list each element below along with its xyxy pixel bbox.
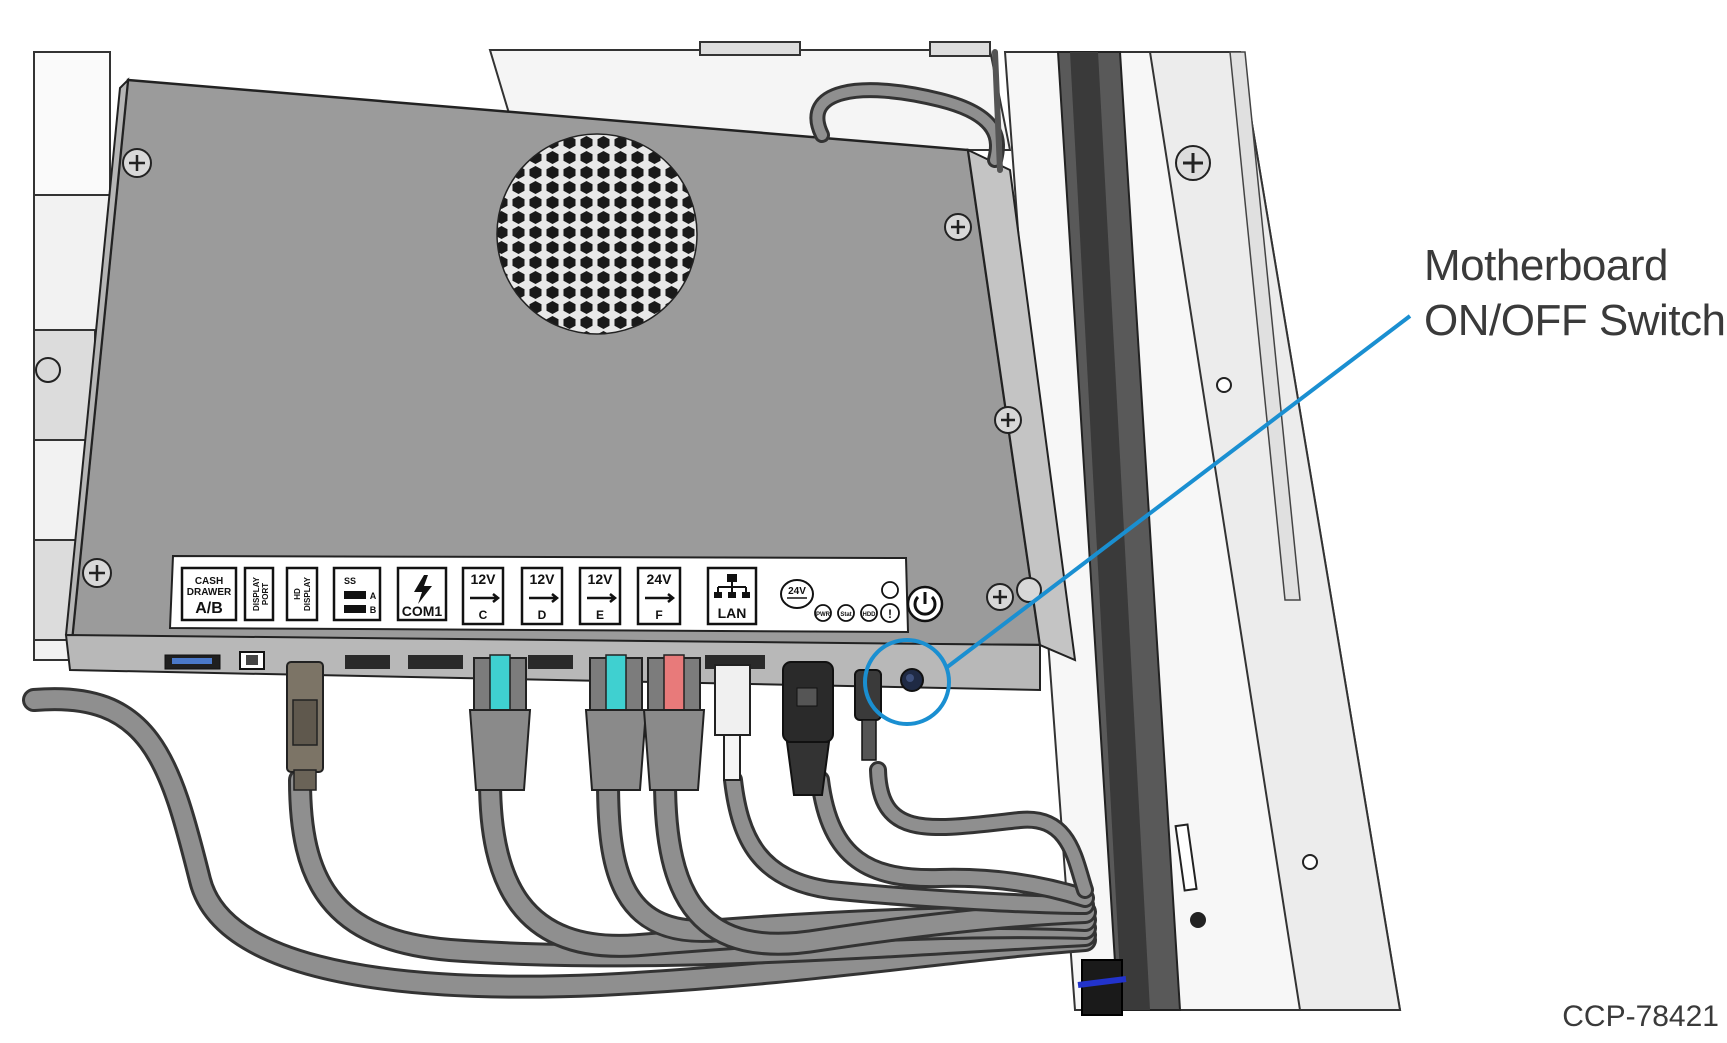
usb-a-label: A: [370, 591, 377, 601]
usb-d-voltage: 12V: [530, 571, 556, 587]
cash-drawer-label-2: DRAWER: [187, 587, 232, 598]
usb-d-letter: D: [538, 608, 547, 622]
usb-e-voltage: 12V: [588, 571, 614, 587]
display-port-label-1: DISPLAY: [252, 576, 261, 611]
led-pwr-label: PWR: [816, 612, 831, 618]
fan-grille: [496, 133, 698, 335]
power-in-label: 24V: [788, 586, 806, 597]
led-alert-label: !: [888, 607, 892, 621]
usb-f-voltage: 24V: [647, 571, 673, 587]
cash-drawer-label-1: CASH: [195, 576, 223, 587]
usb-b-label: B: [370, 605, 377, 615]
com1-label: COM1: [402, 603, 443, 619]
power-switch-icon: [906, 585, 944, 623]
cable-bundle: [22, 49, 1097, 999]
hd-display-label-2: DISPLAY: [303, 576, 312, 611]
display-port-label-2: PORT: [261, 583, 270, 605]
usb-c-letter: C: [479, 608, 488, 622]
cash-drawer-label-3: A/B: [195, 600, 223, 617]
usb-ss-label: SS: [344, 576, 356, 586]
usb-c-voltage: 12V: [471, 571, 497, 587]
connectors: [286, 654, 1127, 1016]
usb-e-letter: E: [596, 608, 604, 622]
figure-id: CCP-78421: [1562, 1000, 1719, 1033]
port-label-strip: CASH DRAWER A/B DISPLAY PORT HD DISPLAY …: [168, 554, 944, 634]
led-hdd-label: HDD: [863, 612, 877, 618]
usb-f-letter: F: [655, 608, 662, 622]
lan-icon: [714, 574, 750, 598]
callout-label: Motherboard ON/OFF Switch: [1424, 238, 1726, 348]
callout-line-2: ON/OFF Switch: [1424, 296, 1726, 345]
screw-icon: [35, 148, 1042, 611]
hd-display-label-1: HD: [293, 588, 302, 600]
led-stat-label: Stat: [840, 612, 851, 618]
callout-line-1: Motherboard: [1424, 241, 1668, 290]
vertical-rail: [1003, 51, 1402, 1011]
lan-label: LAN: [718, 605, 747, 621]
switch-callout: [863, 314, 1412, 726]
